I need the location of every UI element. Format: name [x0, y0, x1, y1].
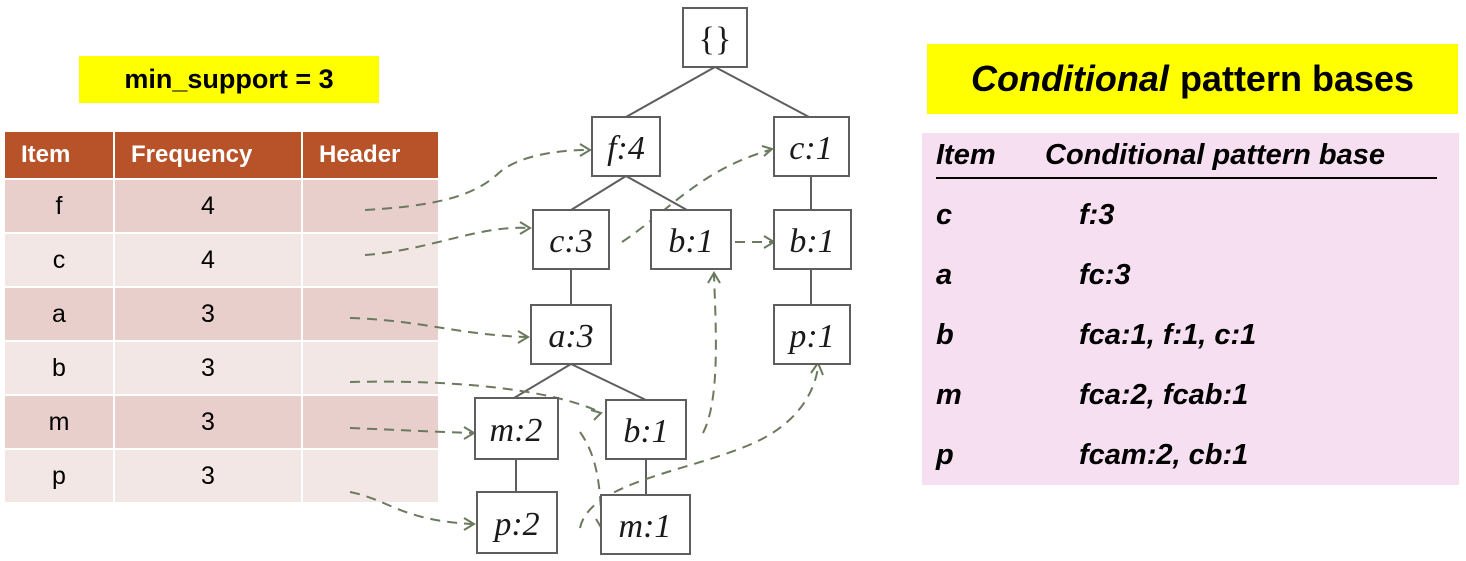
- title-italic: Conditional: [970, 58, 1169, 99]
- cpb-item: a: [936, 259, 953, 291]
- link-c-header: [364, 226, 529, 256]
- header-cell: [301, 394, 440, 450]
- title-rest: pattern bases: [1179, 58, 1415, 99]
- header-cell: [301, 232, 440, 288]
- cpb-base: fcam:2, cb:1: [1079, 439, 1249, 471]
- frequency-cell: 4: [113, 178, 303, 234]
- link-p-header: [349, 491, 473, 525]
- node-label: b:1: [668, 223, 713, 260]
- frequency-cell: 3: [113, 340, 303, 396]
- cpb-base: fc:3: [1079, 259, 1131, 291]
- node-label: b:1: [623, 413, 668, 450]
- header-table-head: Item Frequency Header: [3, 130, 440, 180]
- table-row: c 4: [3, 232, 440, 288]
- table-row: m 3: [3, 394, 440, 450]
- tree-node-root: {}: [682, 7, 748, 68]
- item-cell: c: [3, 232, 115, 288]
- node-label: {}: [699, 21, 732, 58]
- cpb-base: fca:2, fcab:1: [1079, 379, 1249, 411]
- edge-f4-c3: [570, 175, 627, 211]
- cpb-item: b: [936, 319, 954, 351]
- frequency-cell: 3: [113, 448, 303, 504]
- col-frequency: Frequency: [113, 130, 303, 180]
- link-f-header: [364, 149, 589, 211]
- table-row: b 3: [3, 340, 440, 396]
- item-cell: f: [3, 178, 115, 234]
- cpb-item: p: [936, 439, 954, 471]
- node-label: m:1: [619, 508, 672, 545]
- link-c3-c1: [621, 149, 771, 243]
- item-cell: m: [3, 394, 115, 450]
- node-label: m:2: [490, 412, 543, 449]
- table-row: a 3: [3, 286, 440, 342]
- tree-node-a3: a:3: [530, 304, 612, 365]
- table-row: p 3: [3, 448, 440, 504]
- conditional-pattern-bases-title: Conditional pattern bases: [927, 44, 1458, 114]
- col-header: Header: [301, 130, 440, 180]
- header-cell: [301, 340, 440, 396]
- frequency-cell: 3: [113, 286, 303, 342]
- node-label: f:4: [607, 130, 645, 167]
- cpb-col-base: Conditional pattern base: [1045, 139, 1385, 171]
- edge-root-c1: [714, 66, 810, 118]
- link-a-header: [349, 317, 527, 338]
- item-cell: b: [3, 340, 115, 396]
- tree-node-m2: m:2: [474, 397, 559, 460]
- edge-f4-b1: [625, 175, 688, 211]
- node-label: c:1: [789, 130, 832, 167]
- cpb-header: Item Conditional pattern base: [936, 139, 1437, 179]
- edge-a3-b1: [570, 363, 647, 401]
- tree-node-c1: c:1: [773, 116, 850, 177]
- tree-node-m1: m:1: [600, 494, 691, 555]
- tree-node-b1-right: b:1: [773, 209, 852, 270]
- tree-node-f4: f:4: [591, 116, 661, 177]
- header-table: Item Frequency Header f 4 c 4 a 3 b 3 m …: [3, 130, 440, 504]
- min-support-label: min_support = 3: [79, 56, 379, 103]
- header-cell: [301, 286, 440, 342]
- tree-node-p1: p:1: [773, 304, 851, 365]
- cpb-item: m: [936, 379, 962, 411]
- cpb-base: f:3: [1079, 199, 1115, 231]
- header-cell: [301, 448, 440, 504]
- node-label: p:2: [492, 506, 539, 543]
- conditional-pattern-panel: Item Conditional pattern base c f:3 a fc…: [922, 133, 1459, 485]
- frequency-cell: 4: [113, 232, 303, 288]
- tree-node-b1-mid: b:1: [650, 209, 732, 270]
- node-label: p:1: [787, 318, 834, 355]
- item-cell: a: [3, 286, 115, 342]
- link-m2-m1: [579, 431, 603, 528]
- tree-node-b1-low: b:1: [605, 399, 687, 460]
- tree-node-p2: p:2: [476, 491, 558, 554]
- edge-root-f4: [625, 66, 716, 118]
- link-b1c-b1a: [702, 274, 717, 434]
- item-cell: p: [3, 448, 115, 504]
- frequency-cell: 3: [113, 394, 303, 450]
- cpb-col-item: Item: [936, 139, 996, 171]
- tree-node-c3: c:3: [532, 209, 610, 270]
- node-label: b:1: [789, 223, 834, 260]
- link-m-header: [349, 427, 473, 434]
- col-item: Item: [3, 130, 115, 180]
- node-label: c:3: [549, 223, 592, 260]
- cpb-base: fca:1, f:1, c:1: [1079, 319, 1257, 351]
- link-b-header: [349, 380, 601, 413]
- cpb-item: c: [936, 199, 953, 231]
- node-label: a:3: [548, 318, 593, 355]
- edge-a3-m2: [513, 363, 572, 399]
